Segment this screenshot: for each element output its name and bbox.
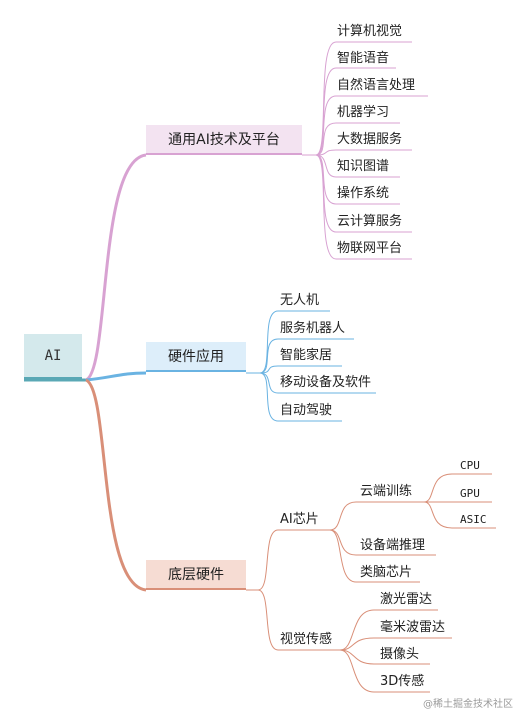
hardware-apps-item: 服务机器人 xyxy=(280,321,346,336)
platform-item: 操作系统 xyxy=(337,186,390,201)
hardware-apps-item: 智能家居 xyxy=(280,348,333,363)
hardware-apps-item: 无人机 xyxy=(280,293,320,308)
vision-sensing-item: 激光雷达 xyxy=(380,592,433,607)
ai-chip-node: AI芯片 xyxy=(280,512,319,527)
branch-hardware-apps-label: 硬件应用 xyxy=(168,349,224,365)
vision-sensing-item: 摄像头 xyxy=(380,647,420,662)
root-node: AI xyxy=(24,334,82,380)
brain-chip-node: 类脑芯片 xyxy=(360,565,413,580)
cloud-training-item: GPU xyxy=(460,487,480,500)
platform-item: 机器学习 xyxy=(337,105,390,120)
watermark: @稀土掘金技术社区 xyxy=(423,699,513,710)
branch-platform: 通用AI技术及平台 xyxy=(146,125,302,155)
vision-sensing-node: 视觉传感 xyxy=(280,632,333,647)
platform-item: 大数据服务 xyxy=(337,132,403,147)
vision-sensing-item: 3D传感 xyxy=(380,674,425,689)
platform-item: 云计算服务 xyxy=(337,214,403,229)
link-root-base-hardware xyxy=(85,378,147,592)
platform-item: 计算机视觉 xyxy=(337,24,403,39)
link-root-platform xyxy=(85,153,147,382)
branch-base-hardware: 底层硬件 xyxy=(146,560,246,590)
platform-item: 智能语音 xyxy=(337,51,390,66)
link-root-hardware-apps xyxy=(85,371,147,382)
hardware-apps-item: 移动设备及软件 xyxy=(280,375,372,390)
cloud-training-item: CPU xyxy=(460,459,480,472)
platform-item: 物联网平台 xyxy=(337,241,403,256)
platform-item: 知识图谱 xyxy=(337,159,390,174)
base-hardware-links xyxy=(246,473,496,693)
device-inference-node: 设备端推理 xyxy=(360,538,426,553)
hardware-apps-item: 自动驾驶 xyxy=(280,403,333,418)
branch-base-hardware-label: 底层硬件 xyxy=(168,567,224,583)
cloud-training-item: ASIC xyxy=(460,513,487,526)
branch-hardware-apps: 硬件应用 xyxy=(146,342,246,372)
cloud-training-node: 云端训练 xyxy=(360,484,413,499)
platform-item: 自然语言处理 xyxy=(337,78,416,93)
vision-sensing-item: 毫米波雷达 xyxy=(380,620,446,635)
branch-platform-label: 通用AI技术及平台 xyxy=(168,132,280,148)
root-label: AI xyxy=(44,347,62,364)
